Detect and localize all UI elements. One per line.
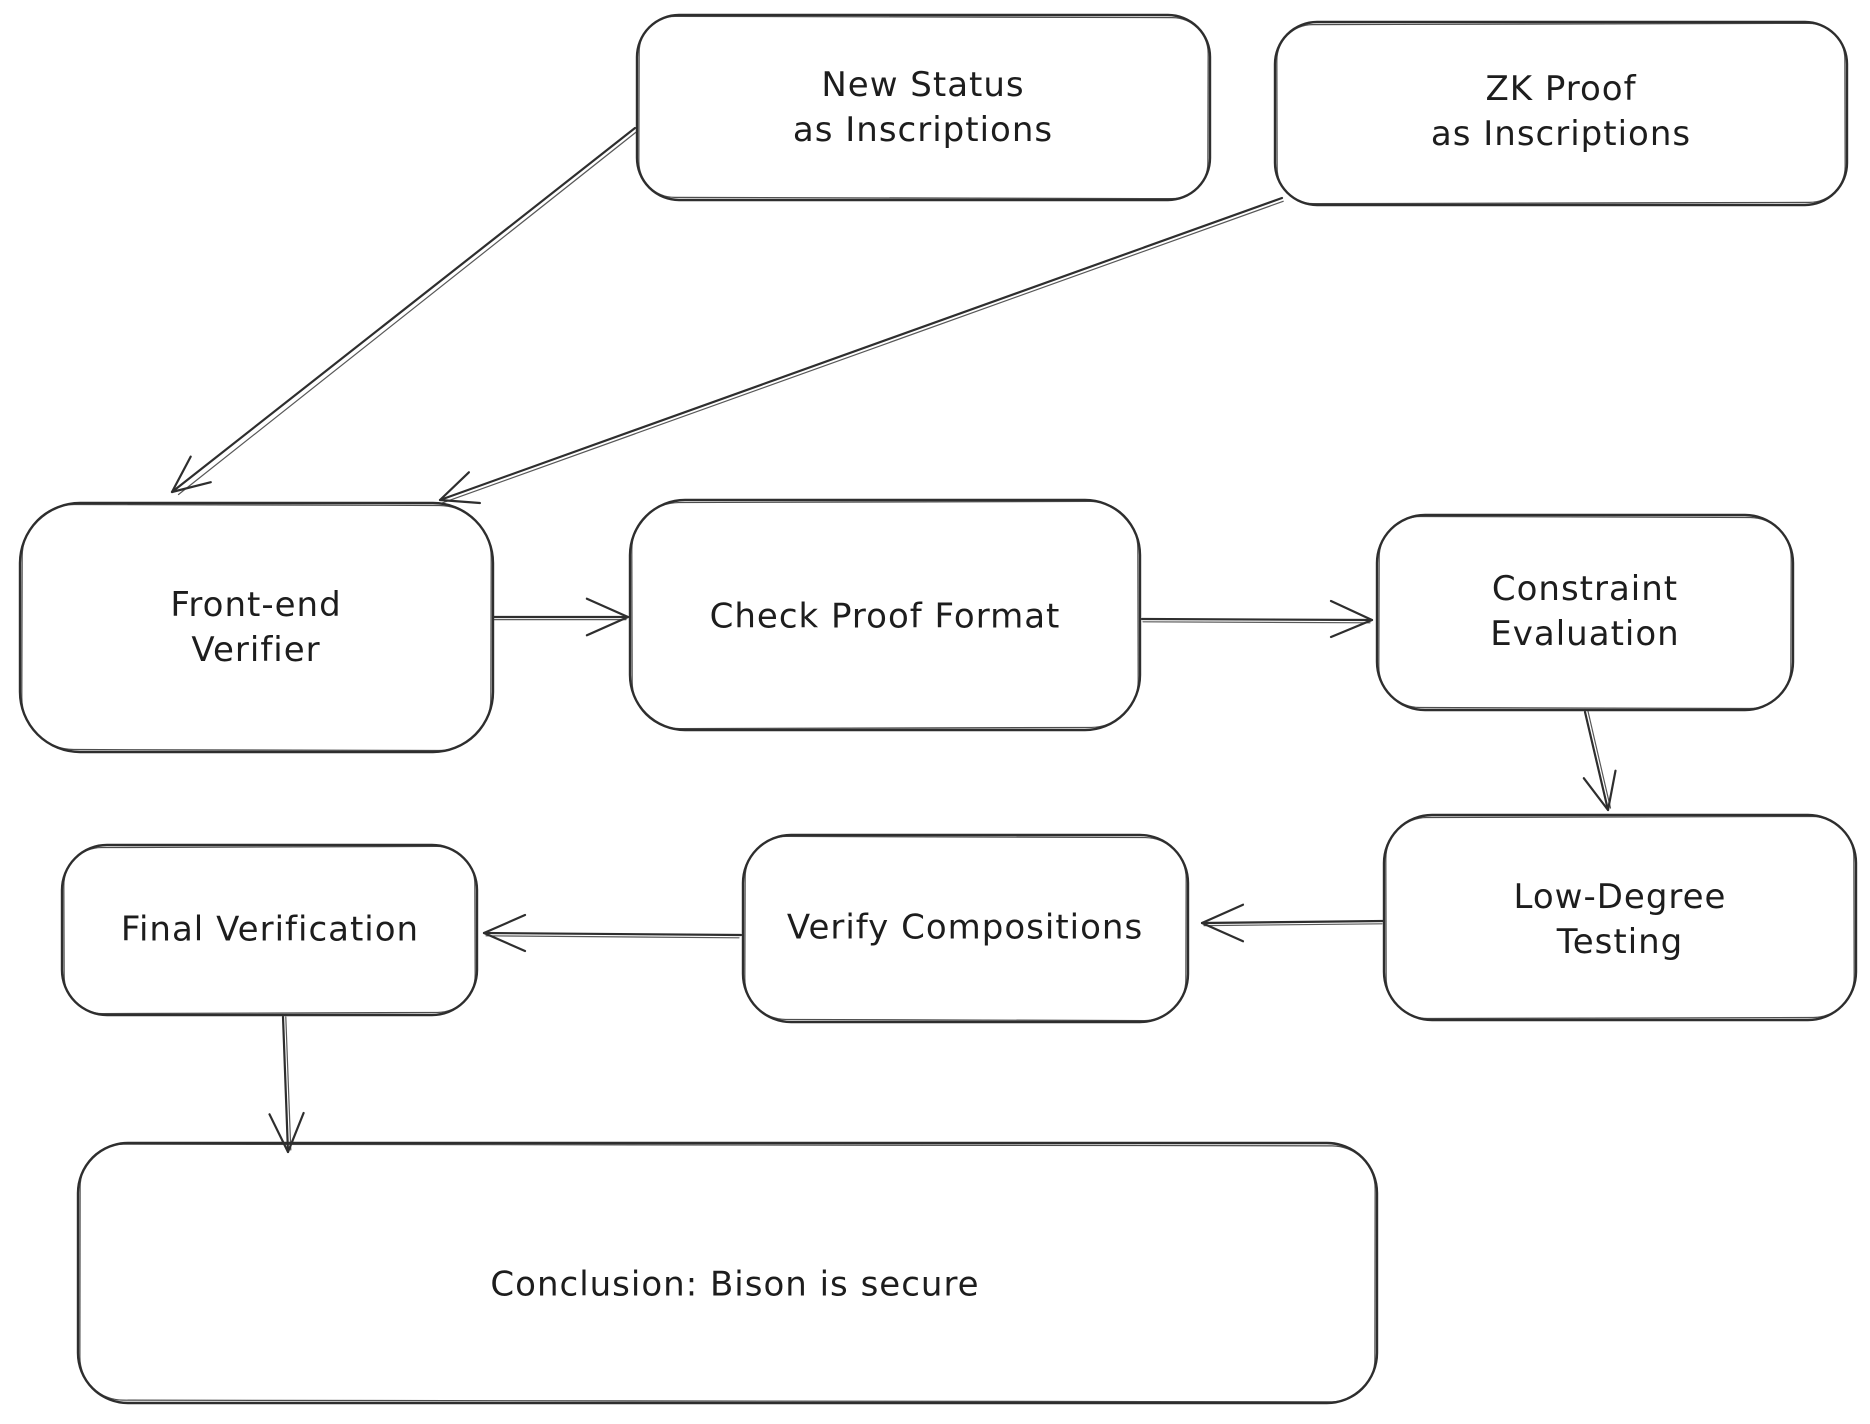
edge-check-proof-format-to-constraint-evaluation [1140,599,1374,639]
edge-final-verification-to-conclusion [268,1015,305,1154]
edge-new-status-to-front-end-verifier [170,126,639,496]
node-zk-proof-shape [1273,20,1849,207]
node-constraint-evaluation-shape [1375,513,1795,712]
edge-low-degree-testing-to-verify-compositions [1200,903,1386,943]
edge-zk-proof-to-front-end-verifier [438,196,1284,505]
node-new-status-shape [635,13,1212,202]
node-front-end-verifier-shape [18,501,495,754]
node-low-degree-testing-shape [1382,813,1858,1022]
node-check-proof-format-shape [628,498,1142,732]
edge-front-end-verifier-to-check-proof-format [491,597,630,637]
node-verify-compositions-shape [741,833,1190,1024]
edge-constraint-evaluation-to-low-degree-testing [1582,710,1617,812]
edge-verify-compositions-to-final-verification [482,913,743,953]
node-conclusion-shape [76,1141,1379,1405]
node-final-verification-shape [60,843,479,1017]
